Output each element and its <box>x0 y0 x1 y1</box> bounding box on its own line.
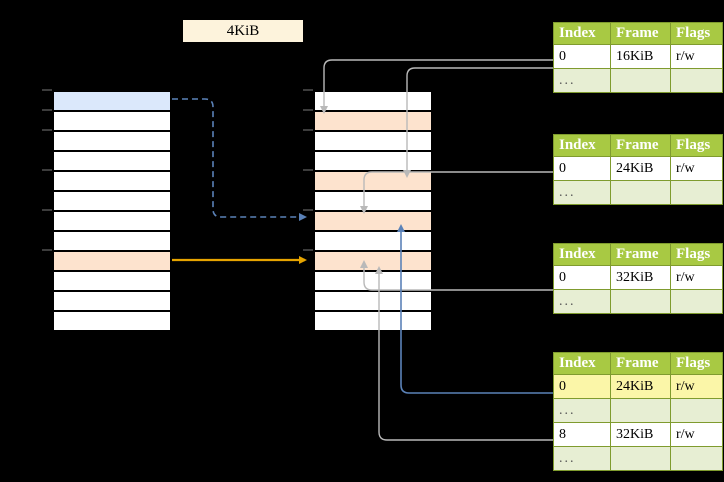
cell-flags <box>670 68 723 93</box>
table-row[interactable]: ... <box>553 398 723 423</box>
virtual-page-cell-11 <box>53 311 171 331</box>
table-row[interactable]: ... <box>553 180 723 205</box>
virtual-page-cell-10 <box>53 291 171 311</box>
cell-index: ... <box>553 68 611 93</box>
physical-frame-cell-8 <box>314 251 432 271</box>
virtual-address-space-block <box>52 90 172 331</box>
cell-frame: 24KiB <box>610 156 671 181</box>
cell-flags: r/w <box>670 422 723 447</box>
column-header-index: Index <box>553 243 611 266</box>
physical-frame-cell-0 <box>314 91 432 111</box>
cell-index: 0 <box>553 374 611 399</box>
cell-frame: 24KiB <box>610 374 671 399</box>
virtual-page-cell-5 <box>53 191 171 211</box>
column-header-index: Index <box>553 134 611 157</box>
cell-frame <box>610 398 671 423</box>
cell-index: 0 <box>553 156 611 181</box>
physical-frame-cell-4 <box>314 171 432 191</box>
virtual-page-cell-6 <box>53 211 171 231</box>
physical-frame-cell-6 <box>314 211 432 231</box>
size-label-4kib: 4KiB <box>183 20 303 42</box>
cell-frame <box>610 289 671 314</box>
physical-frame-cell-7 <box>314 231 432 251</box>
virtual-page-cell-0 <box>53 91 171 111</box>
cell-flags: r/w <box>670 156 723 181</box>
cell-flags <box>670 398 723 423</box>
physical-frame-cell-10 <box>314 291 432 311</box>
table-row[interactable]: ... <box>553 68 723 93</box>
cell-frame: 32KiB <box>610 265 671 290</box>
cell-frame <box>610 68 671 93</box>
cell-index: 8 <box>553 422 611 447</box>
column-header-frame: Frame <box>610 243 671 266</box>
physical-frame-cell-1 <box>314 111 432 131</box>
virtual-page-cell-9 <box>53 271 171 291</box>
virtual-page-cell-2 <box>53 131 171 151</box>
column-header-frame: Frame <box>610 352 671 375</box>
virtual-page-cell-8 <box>53 251 171 271</box>
cell-index: ... <box>553 446 611 471</box>
cell-flags <box>670 180 723 205</box>
table-row[interactable]: ... <box>553 289 723 314</box>
virtual-page-cell-7 <box>53 231 171 251</box>
column-header-flags: Flags <box>670 22 723 45</box>
cell-flags: r/w <box>670 44 723 69</box>
column-header-flags: Flags <box>670 134 723 157</box>
cell-index: 0 <box>553 44 611 69</box>
table-row[interactable]: ... <box>553 446 723 471</box>
column-header-flags: Flags <box>670 352 723 375</box>
physical-frame-cell-2 <box>314 131 432 151</box>
physical-memory-block <box>313 90 433 331</box>
wire-vaddr-to-frame-dashed <box>172 98 307 221</box>
cell-index: 0 <box>553 265 611 290</box>
column-header-frame: Frame <box>610 134 671 157</box>
cell-index: ... <box>553 180 611 205</box>
cell-flags: r/w <box>670 374 723 399</box>
virtual-page-cell-4 <box>53 171 171 191</box>
cell-flags <box>670 446 723 471</box>
virtual-page-cell-3 <box>53 151 171 171</box>
cell-frame <box>610 180 671 205</box>
column-header-flags: Flags <box>670 243 723 266</box>
cell-frame: 32KiB <box>610 422 671 447</box>
column-header-frame: Frame <box>610 22 671 45</box>
physical-frame-cell-3 <box>314 151 432 171</box>
cell-flags <box>670 289 723 314</box>
physical-frame-cell-5 <box>314 191 432 211</box>
column-header-index: Index <box>553 352 611 375</box>
cell-index: ... <box>553 398 611 423</box>
cell-frame: 16KiB <box>610 44 671 69</box>
cell-flags: r/w <box>670 265 723 290</box>
column-header-index: Index <box>553 22 611 45</box>
cell-index: ... <box>553 289 611 314</box>
physical-frame-cell-9 <box>314 271 432 291</box>
virtual-page-cell-1 <box>53 111 171 131</box>
cell-frame <box>610 446 671 471</box>
physical-frame-cell-11 <box>314 311 432 331</box>
